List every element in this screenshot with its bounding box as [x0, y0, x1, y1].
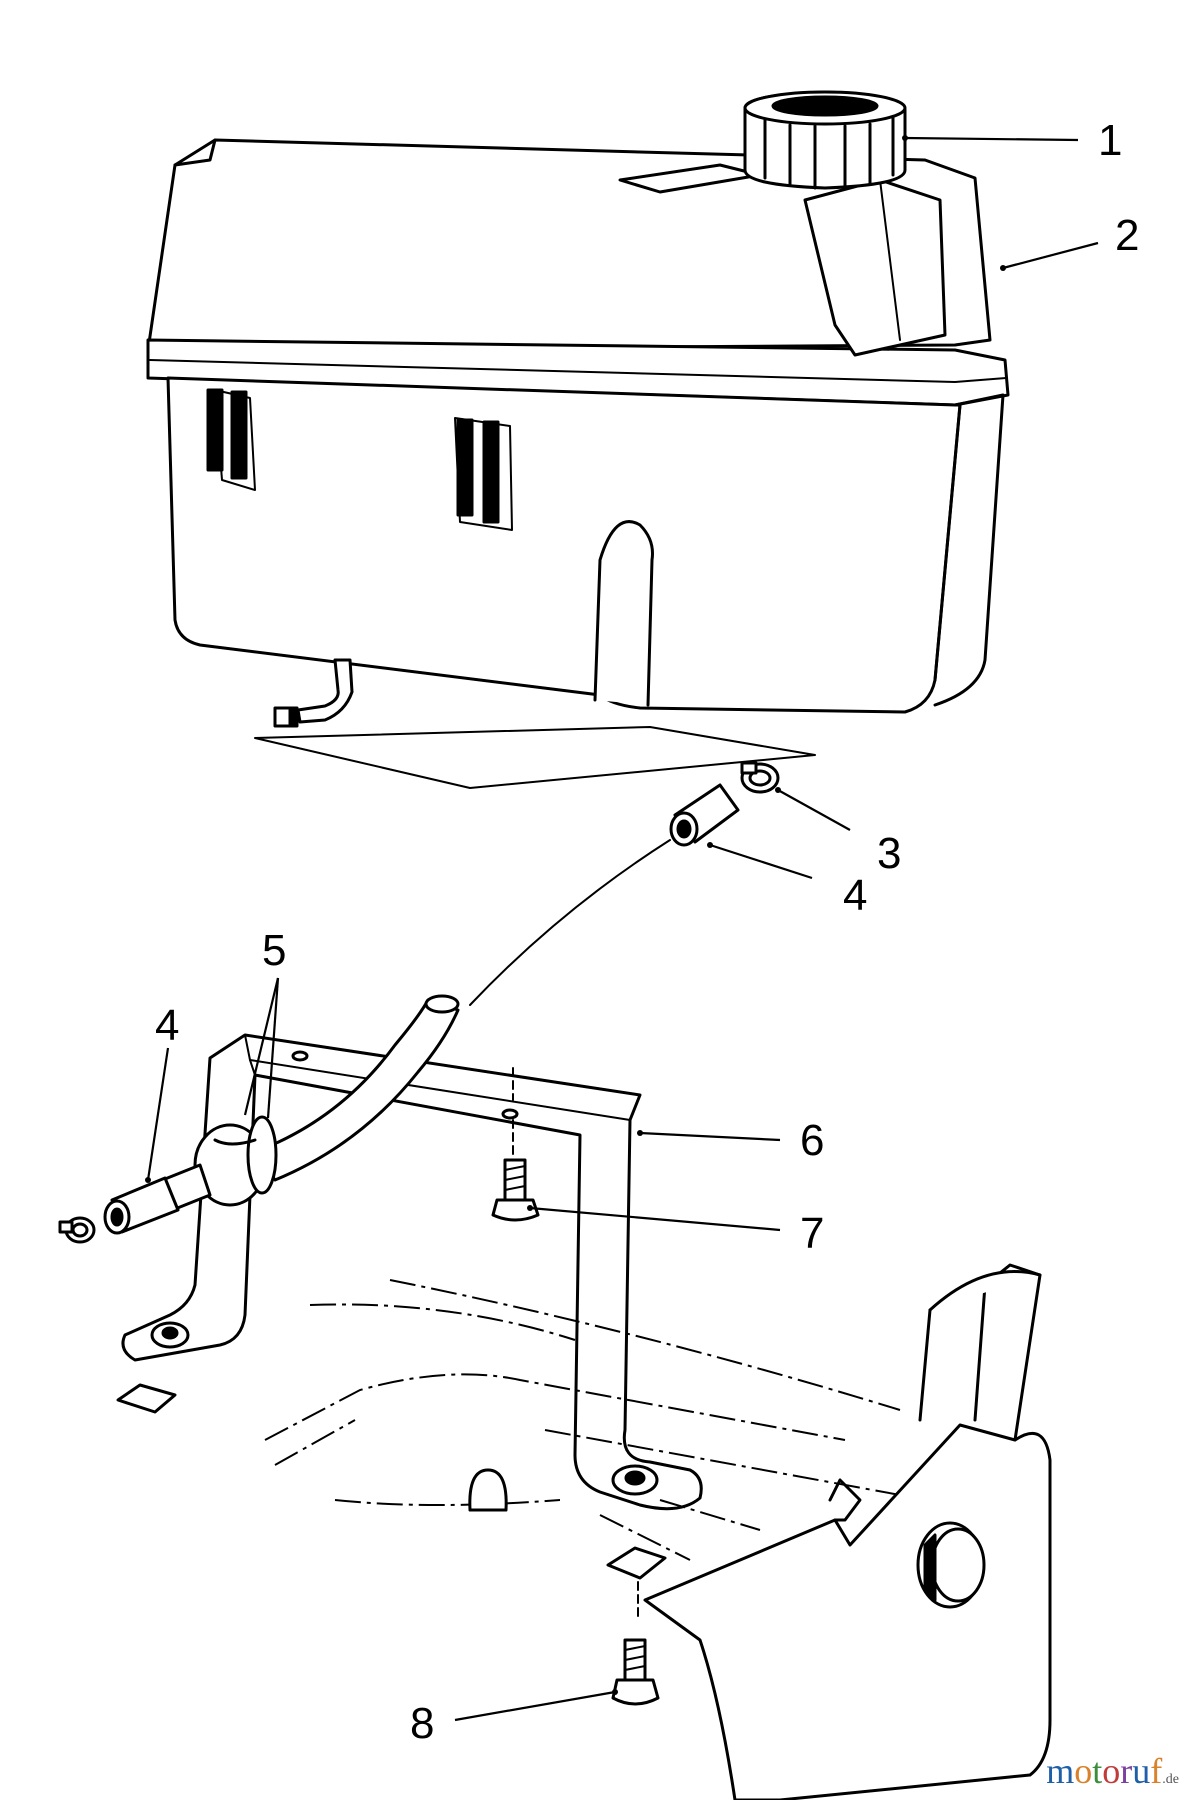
callout-4-lower: 4 — [155, 1001, 179, 1050]
callout-4-upper: 4 — [843, 871, 867, 920]
watermark-letter: o — [1074, 1751, 1093, 1791]
tank-bracket-drawing — [116, 1033, 703, 1511]
callout-5: 5 — [262, 926, 286, 975]
leader-lines — [145, 135, 1099, 1722]
callout-3: 3 — [877, 829, 901, 878]
bracket-screw-drawing — [491, 1067, 540, 1222]
watermark-letter: t — [1092, 1751, 1103, 1791]
watermark-letters: motoruf — [1046, 1751, 1162, 1791]
callout-2: 2 — [1115, 211, 1139, 260]
callout-7: 7 — [800, 1209, 824, 1258]
deck-bolt-drawing — [611, 1638, 660, 1706]
callout-6: 6 — [800, 1116, 824, 1165]
callout-1: 1 — [1098, 116, 1122, 165]
watermark-letter: r — [1120, 1751, 1133, 1791]
watermark-letter: m — [1046, 1751, 1075, 1791]
watermark-suffix: .de — [1162, 1772, 1179, 1787]
watermark-letter: o — [1102, 1751, 1121, 1791]
fuel-filter-drawing — [58, 994, 460, 1244]
fuel-line-thin — [469, 839, 671, 1006]
hose-clamp-top-drawing — [740, 761, 780, 794]
watermark-logo: motoruf.de — [1046, 1750, 1179, 1792]
callout-8: 8 — [410, 1699, 434, 1748]
fuel-cap-drawing — [743, 90, 907, 190]
fuel-hose-connector-drawing — [669, 783, 740, 847]
fuel-tank-drawing — [146, 138, 1010, 789]
watermark-letter: f — [1150, 1751, 1163, 1791]
mower-deck-drawing — [264, 1263, 1052, 1800]
callout-labels: 1 2 3 4 5 4 6 7 8 — [155, 116, 1139, 1748]
watermark-letter: u — [1132, 1751, 1151, 1791]
